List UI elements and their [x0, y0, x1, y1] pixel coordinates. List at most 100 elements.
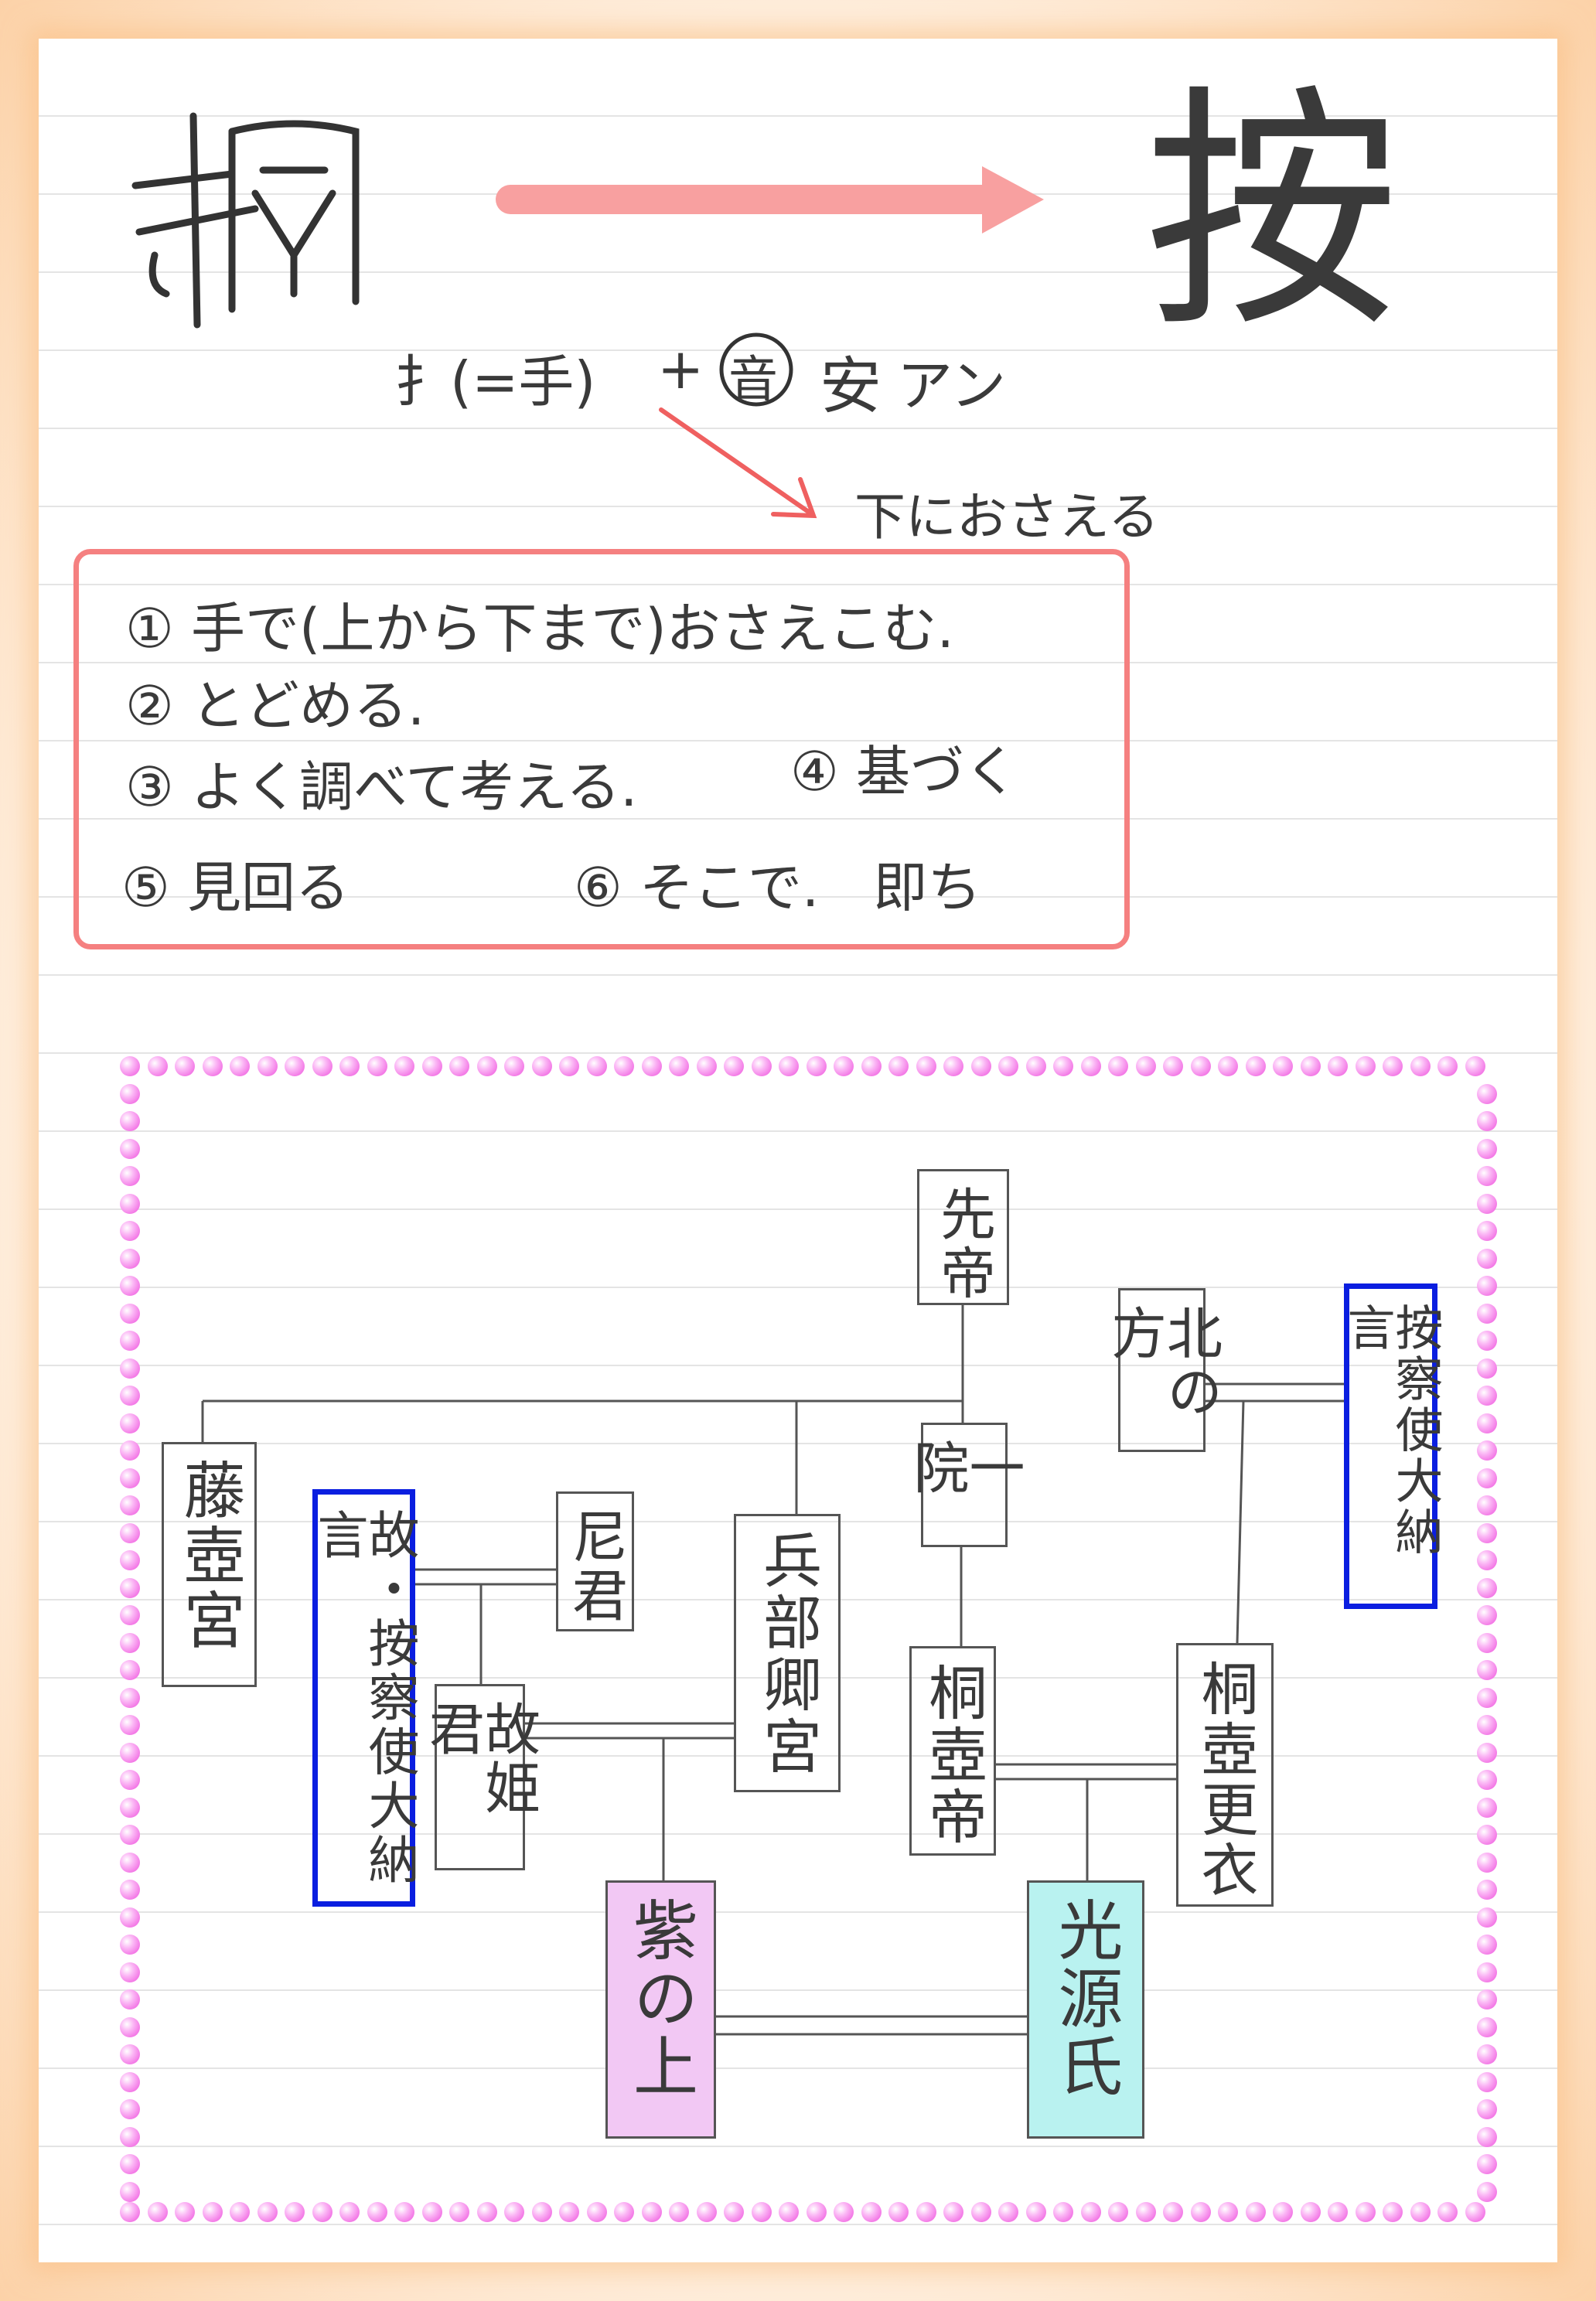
frame-dot — [1477, 1468, 1497, 1488]
frame-dot — [394, 1056, 414, 1076]
frame-dot — [1477, 2181, 1497, 2202]
frame-dot — [449, 2202, 469, 2222]
node-ko-azechi-dainagon: 故・按察使大納言 — [309, 1489, 420, 1907]
frame-dot — [476, 1056, 497, 1076]
frame-dot — [641, 1056, 662, 1076]
frame-dot — [1477, 2071, 1497, 2092]
frame-dot — [120, 1056, 140, 1076]
frame-dot — [120, 1550, 140, 1570]
frame-dot — [1477, 1825, 1497, 1845]
frame-dot — [120, 1358, 140, 1379]
frame-dot — [120, 1413, 140, 1433]
frame-dot — [586, 1056, 607, 1076]
node-azechi-dainagon: 按察使大納言 — [1339, 1283, 1444, 1609]
frame-dot — [312, 2202, 332, 2222]
frame-dot — [1477, 1660, 1497, 1680]
frame-dot — [1477, 1852, 1497, 1873]
frame-dot — [1477, 1632, 1497, 1653]
frame-dot — [175, 1056, 195, 1076]
frame-dot — [861, 2202, 882, 2222]
frame-dot — [120, 1770, 140, 1790]
frame-dot — [120, 1825, 140, 1845]
meaning-4: ④ 基づく — [790, 740, 1019, 803]
node-fujitsubo: 藤壺宮 — [162, 1442, 257, 1687]
frame-dot — [1053, 2202, 1073, 2222]
frame-dot — [1477, 1303, 1497, 1324]
frame-dot — [861, 1056, 882, 1076]
frame-dot — [257, 2202, 278, 2222]
frame-dot — [120, 1962, 140, 1982]
frame-dot — [669, 1056, 689, 1076]
frame-dot — [120, 1495, 140, 1515]
frame-dot — [120, 1522, 140, 1543]
frame-dot — [1080, 2202, 1101, 2222]
frame-dot — [1477, 1577, 1497, 1598]
frame-dot — [421, 1056, 442, 1076]
frame-dot — [1465, 2202, 1485, 2222]
frame-dot — [1477, 1083, 1497, 1104]
frame-dot — [888, 1056, 909, 1076]
frame-dot — [1190, 2202, 1211, 2222]
frame-dot — [230, 2202, 250, 2222]
frame-dot — [1080, 1056, 1101, 1076]
formula-on-mark: 音 — [728, 352, 778, 409]
frame-dot — [1477, 2099, 1497, 2119]
frame-dot — [1477, 1880, 1497, 1900]
frame-dot — [1025, 2202, 1046, 2222]
frame-dot — [1477, 2126, 1497, 2147]
meaning-note: 下におさえる — [854, 487, 1160, 547]
frame-dot — [1477, 1605, 1497, 1625]
frame-dot — [120, 1248, 140, 1269]
frame-dot — [394, 2202, 414, 2222]
frame-dot — [1245, 2202, 1266, 2222]
frame-dot — [641, 2202, 662, 2222]
frame-dot — [586, 2202, 607, 2222]
formula-reading: アン — [897, 353, 1007, 418]
frame-dot — [1477, 1358, 1497, 1379]
frame-dot — [779, 2202, 799, 2222]
frame-dot — [120, 2126, 140, 2147]
frame-dot — [1477, 1276, 1497, 1296]
frame-dot — [120, 1083, 140, 1104]
frame-dot — [1465, 1056, 1485, 1076]
frame-dot — [1477, 1331, 1497, 1351]
node-hikaru-genji: 光源氏 — [1027, 1880, 1144, 2139]
frame-dot — [1477, 1495, 1497, 1515]
frame-dot — [724, 1056, 744, 1076]
frame-dot — [1300, 2202, 1321, 2222]
frame-dot — [1477, 1550, 1497, 1570]
node-ko-himegimi: 故姫君 — [420, 1684, 541, 1870]
meaning-1: ① 手で(上から下まで)おさえこむ. — [125, 597, 954, 660]
note-arrow — [659, 407, 817, 519]
frame-dot — [120, 1880, 140, 1900]
frame-dot — [1410, 1056, 1431, 1076]
frame-dot — [724, 2202, 744, 2222]
frame-dot — [751, 2202, 772, 2222]
frame-dot — [120, 1468, 140, 1488]
frame-dot — [120, 1440, 140, 1461]
frame-dot — [147, 2202, 168, 2222]
frame-dot — [120, 1221, 140, 1241]
frame-dot — [1273, 1056, 1293, 1076]
frame-dot — [998, 2202, 1018, 2222]
frame-dot — [1477, 1193, 1497, 1214]
frame-dot — [1245, 1056, 1266, 1076]
frame-dot — [1477, 1742, 1497, 1763]
node-kita-no-kata: 北の方 — [1102, 1288, 1223, 1452]
frame-dot — [696, 1056, 717, 1076]
frame-dot — [120, 1193, 140, 1214]
frame-dot — [1477, 1221, 1497, 1241]
node-hyobukyo: 兵部卿宮 — [734, 1514, 841, 1792]
frame-dot — [806, 2202, 827, 2222]
meaning-3: ③ よく調べて考える. — [125, 755, 638, 819]
frame-dot — [120, 1742, 140, 1763]
frame-dot — [614, 1056, 634, 1076]
meaning-6: ⑥ そこで. 即ち — [574, 856, 982, 919]
frame-dot — [120, 1989, 140, 2010]
frame-dot — [1383, 1056, 1403, 1076]
meaning-2: ② とどめる. — [125, 674, 425, 738]
frame-dot — [531, 1056, 552, 1076]
frame-dot — [1477, 1715, 1497, 1735]
meaning-5: ⑤ 見回る — [121, 856, 350, 919]
frame-dot — [1477, 2044, 1497, 2064]
